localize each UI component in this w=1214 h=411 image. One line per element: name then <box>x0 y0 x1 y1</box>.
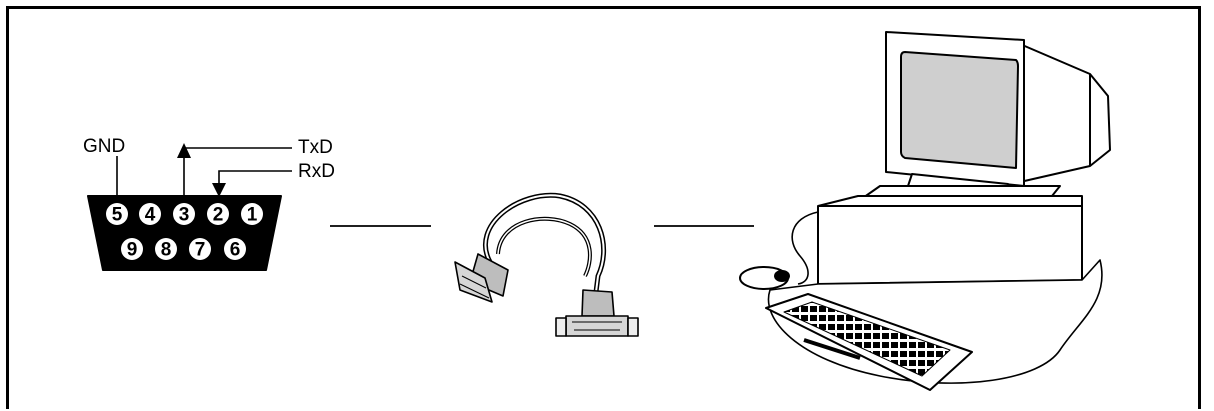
pin-9: 9 <box>127 240 138 261</box>
txd-label: TxD <box>298 137 333 158</box>
pin-8: 8 <box>161 240 172 261</box>
serial-cable-icon <box>454 192 639 337</box>
diagram-frame <box>6 6 1201 409</box>
pin-2: 2 <box>213 205 224 226</box>
pin-4: 4 <box>145 205 156 226</box>
gnd-label: GND <box>83 136 125 157</box>
db9-connector: 5 4 3 2 1 9 8 7 6 <box>87 195 282 271</box>
rxd-label: RxD <box>298 161 335 182</box>
desktop-computer-icon <box>739 31 1111 391</box>
signal-lines <box>116 143 292 203</box>
pin-3: 3 <box>179 205 190 226</box>
pin-5: 5 <box>112 205 123 226</box>
pin-1: 1 <box>247 205 258 226</box>
pin-6: 6 <box>230 240 241 261</box>
pin-7: 7 <box>195 240 206 261</box>
